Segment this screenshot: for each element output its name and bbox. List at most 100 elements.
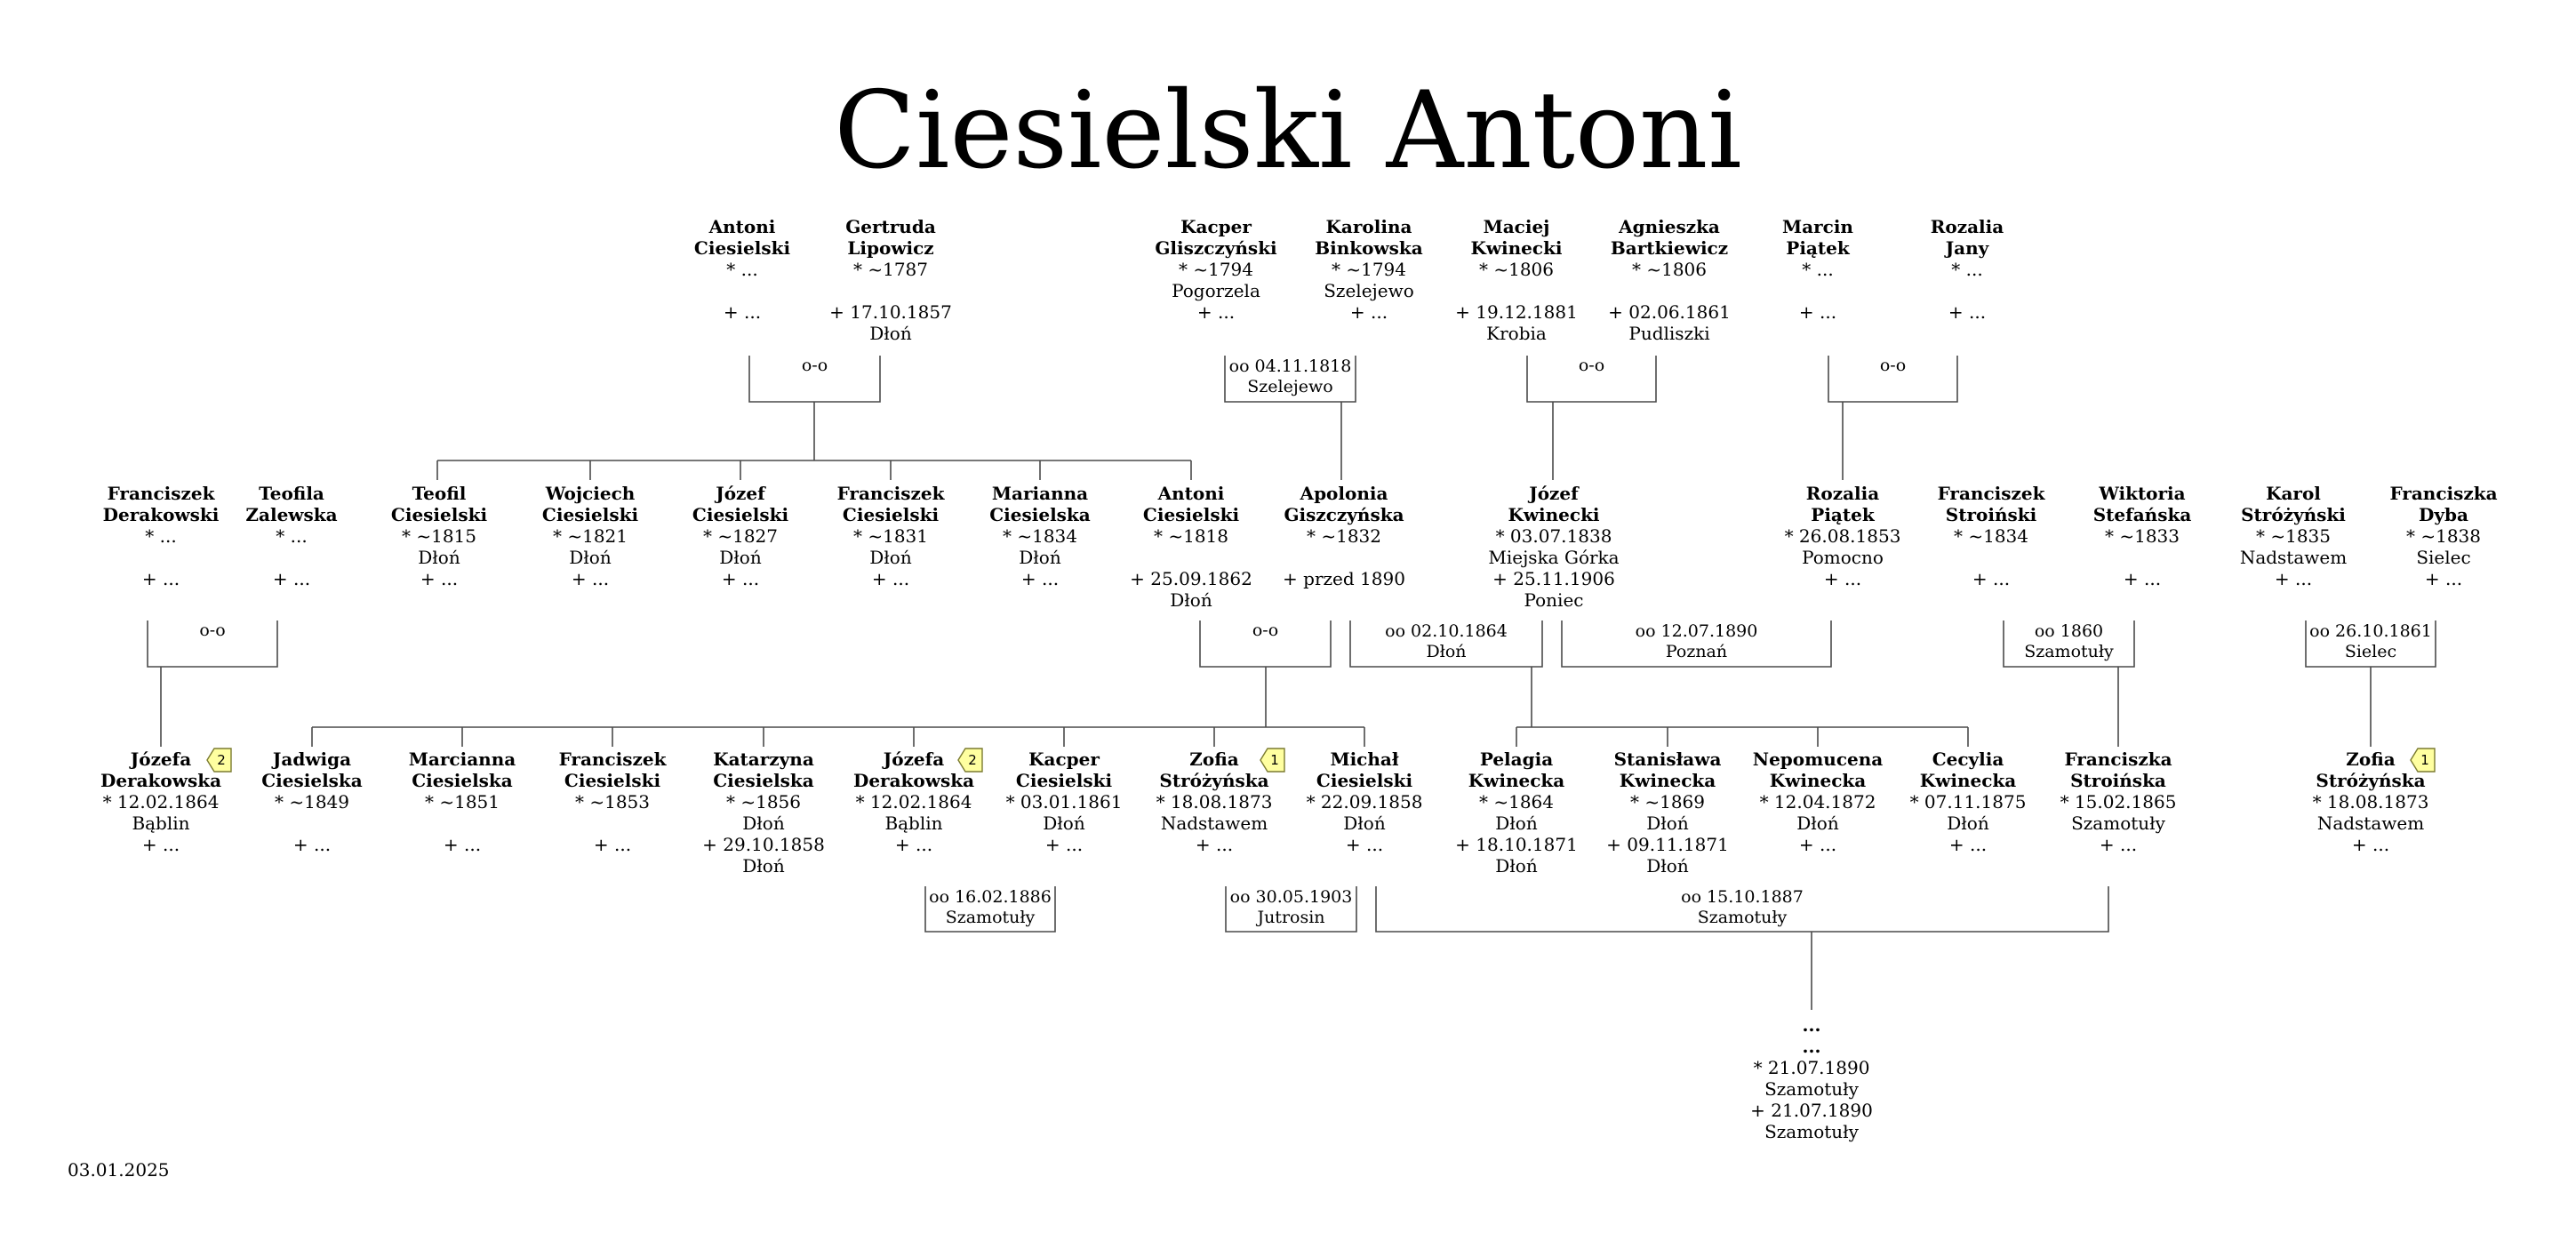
person-detail: Szamotuły — [1764, 1078, 1860, 1100]
person-detail: * 12.02.1864 — [103, 791, 220, 813]
person-detail: + ... — [1824, 568, 1861, 589]
person-detail: + ... — [2275, 568, 2312, 589]
person-detail: Dłoń — [1170, 589, 1212, 611]
person-detail: Miejska Górka — [1488, 547, 1619, 568]
person-detail: + ... — [2124, 568, 2161, 589]
person-name: Franciszek — [108, 483, 216, 504]
person-detail: Dłoń — [1947, 813, 1989, 834]
person-detail: Dłoń — [719, 547, 762, 568]
marriage-date-label: oo 02.10.1864 — [1385, 621, 1508, 641]
person-name: Pelagia — [1480, 749, 1553, 770]
marriage-date-label: oo 16.02.1886 — [929, 887, 1052, 907]
person-detail: + ... — [722, 568, 759, 589]
person-name: Agnieszka — [1618, 216, 1720, 237]
person-detail: + ... — [1196, 834, 1233, 855]
person-name: Zofia — [2346, 749, 2395, 770]
person-name: Ciesielski — [1316, 770, 1413, 791]
person-name: Józefa — [129, 749, 191, 770]
person-detail: * 03.01.1861 — [1006, 791, 1123, 813]
marriage-place-label: Poznań — [1666, 642, 1727, 661]
person-detail: Nadstawem — [2240, 547, 2347, 568]
person-name: Rozalia — [1931, 216, 2004, 237]
marriage-place-label: Szamotuły — [1698, 908, 1788, 927]
person-name: Marianna — [992, 483, 1088, 504]
person-name: Ciesielski — [1143, 504, 1240, 525]
person-detail: Dłoń — [1043, 813, 1085, 834]
duplicate-marker-number: 1 — [1270, 752, 1279, 768]
person-name: Derakowska — [853, 770, 974, 791]
marriage-bracket — [147, 620, 278, 668]
person-name: Michał — [1330, 749, 1398, 770]
person-detail: * ~1794 — [1332, 259, 1406, 280]
person-detail: * ~1851 — [425, 791, 500, 813]
person-detail: + ... — [2100, 834, 2137, 855]
person-name: ... — [1803, 1014, 1821, 1036]
person-detail: * ~1838 — [2406, 525, 2481, 547]
marriage-bracket — [1224, 356, 1356, 403]
person-detail: * ... — [1951, 259, 1982, 280]
person-name: Stróżyński — [2241, 504, 2346, 525]
marriage-bracket — [2003, 620, 2135, 668]
person-detail: + 02.06.1861 — [1608, 301, 1731, 323]
person-detail: Szelejewo — [1324, 280, 1414, 301]
person-detail: Dłoń — [742, 813, 785, 834]
person-detail: + ... — [1021, 568, 1059, 589]
person-detail: Pomocno — [1802, 547, 1884, 568]
person-detail: Nadstawem — [1161, 813, 1268, 834]
person-name: Ciesielski — [391, 504, 488, 525]
marriage-date-label: oo 15.10.1887 — [1681, 887, 1804, 907]
duplicate-marker-icon — [957, 748, 983, 773]
person-name: Giszczyńska — [1284, 504, 1404, 525]
person-name: Ciesielska — [261, 770, 363, 791]
person-name: Ciesielska — [713, 770, 814, 791]
person-name: Jany — [1944, 237, 1990, 259]
marriage-place-label: Szamotuły — [2024, 642, 2114, 661]
person-name: Franciszek — [837, 483, 946, 504]
person-detail: Nadstawem — [2317, 813, 2424, 834]
marriage-bracket — [924, 886, 1056, 933]
marriage-bracket — [2305, 620, 2436, 668]
person-detail: + ... — [142, 834, 180, 855]
person-name: Derakowska — [100, 770, 221, 791]
